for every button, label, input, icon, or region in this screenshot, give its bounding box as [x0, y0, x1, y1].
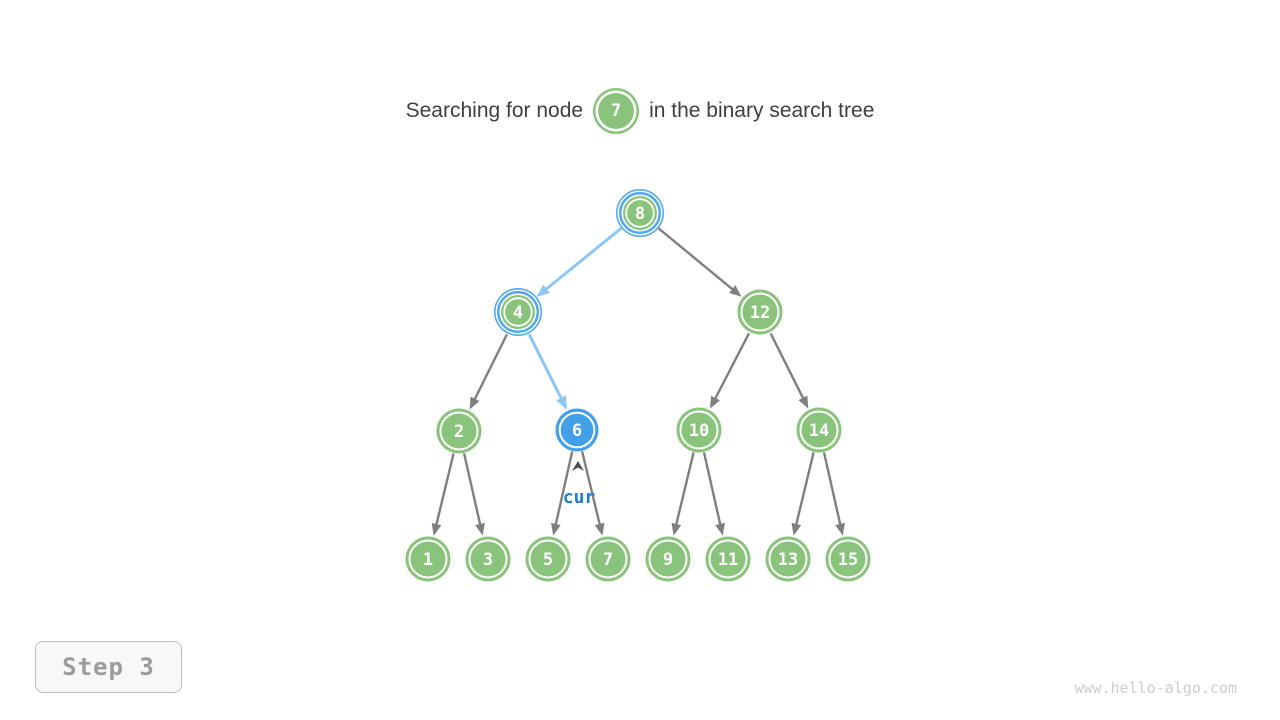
edge-6-7: [580, 451, 605, 536]
tree-node-5: 5: [525, 536, 571, 582]
tree-node-8: 8: [615, 189, 664, 238]
edge-8-4: [536, 226, 623, 298]
edge-4-6: [527, 333, 567, 410]
node-value: 2: [454, 422, 464, 442]
step-label: Step 3: [62, 653, 155, 681]
tree-node-12: 12: [737, 289, 783, 335]
node-value: 5: [543, 550, 553, 570]
node-value: 9: [663, 550, 673, 570]
step-badge: Step 3: [35, 641, 182, 693]
edge-2-3: [462, 453, 485, 536]
tree-nodes: 8 4 12 2: [405, 189, 871, 582]
node-value: 13: [778, 550, 798, 570]
edge-12-14: [769, 332, 809, 409]
cur-label: cur: [563, 487, 596, 508]
edge-10-9: [671, 452, 695, 536]
node-value: 6: [572, 421, 582, 441]
node-value: 15: [838, 550, 858, 570]
watermark: www.hello-algo.com: [1074, 679, 1237, 697]
edge-10-11: [702, 452, 725, 536]
title-prefix: Searching for node: [405, 99, 584, 122]
tree-node-11: 11: [705, 536, 751, 582]
tree-node-13: 13: [765, 536, 811, 582]
edge-4-2: [469, 333, 508, 410]
edge-6-5: [551, 451, 574, 536]
node-value: 14: [809, 421, 829, 441]
edge-14-15: [822, 452, 845, 536]
diagram-title: Searching for node 7 in the binary searc…: [0, 88, 1280, 134]
cur-arrow-icon: [572, 461, 584, 471]
node-value: 1: [423, 550, 433, 570]
tree-node-2: 2: [436, 408, 482, 454]
cur-pointer: cur: [563, 461, 596, 508]
tree-node-4: 4: [493, 287, 542, 336]
edge-8-12: [657, 227, 742, 297]
edge-2-1: [431, 453, 455, 536]
node-value: 12: [750, 303, 770, 323]
node-value: 11: [718, 550, 738, 570]
tree-node-15: 15: [825, 536, 871, 582]
node-value: 4: [513, 303, 523, 323]
title-suffix: in the binary search tree: [649, 99, 875, 122]
tree-node-7: 7: [585, 536, 631, 582]
tree-edges: [431, 226, 845, 536]
tree-node-9: 9: [645, 536, 691, 582]
tree-node-14: 14: [796, 407, 842, 453]
edge-12-10: [710, 332, 751, 409]
tree-node-3: 3: [465, 536, 511, 582]
edge-14-13: [791, 452, 815, 536]
node-value: 10: [689, 421, 709, 441]
tree-node-10: 10: [676, 407, 722, 453]
node-value: 8: [635, 204, 645, 224]
node-value: 7: [603, 550, 613, 570]
title-node-value: 7: [610, 101, 622, 121]
tree-node-1: 1: [405, 536, 451, 582]
title-node-circle: 7: [593, 88, 640, 134]
node-value: 3: [483, 550, 493, 570]
tree-node-6: 6: [555, 408, 599, 452]
